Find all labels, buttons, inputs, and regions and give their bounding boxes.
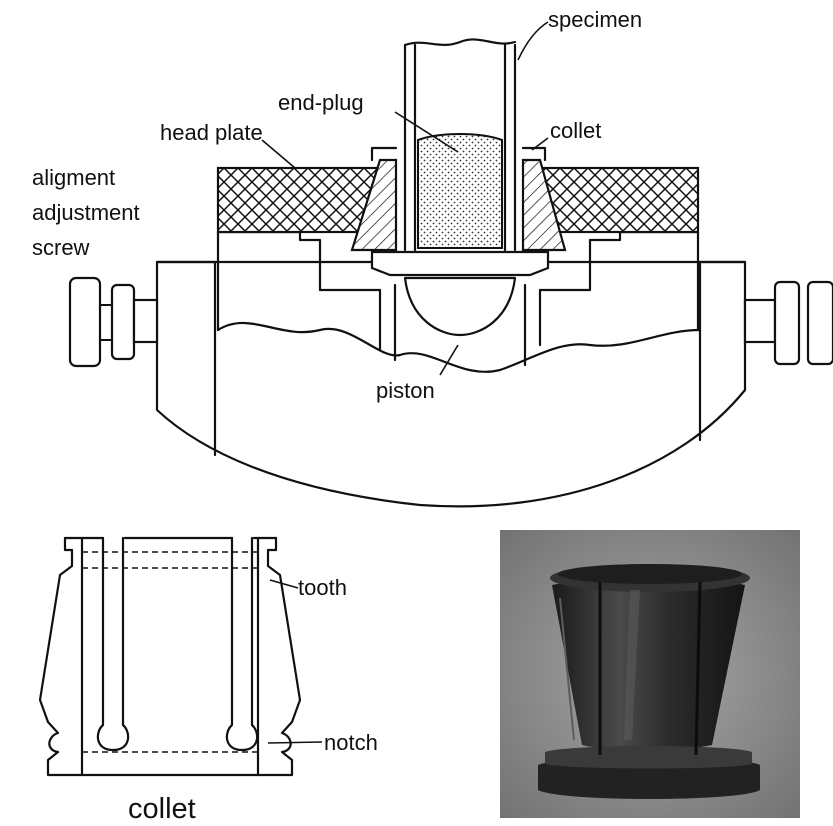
collet-slot-right [225,536,259,752]
label-alignment-line3: screw [32,235,90,260]
collet-left-wedge [350,158,398,252]
collet-photograph [500,530,800,818]
label-tooth: tooth [298,575,347,600]
collet-outline-left [38,536,84,777]
collet-section-drawing [38,536,323,777]
fixture-base [155,260,747,508]
specimen-wall-right [503,43,517,252]
leader-specimen [517,21,549,61]
right-alignment-screw [743,280,833,366]
label-specimen: specimen [548,7,642,32]
label-head-plate: head plate [160,120,263,145]
leader-tooth [269,579,299,589]
label-end-plug: end-plug [278,90,364,115]
head-plate-left [216,166,385,234]
label-piston: piston [376,378,435,403]
section-break-line [216,321,702,373]
collet-lip-right [521,146,547,162]
label-alignment-line1: aligment [32,165,115,190]
right-side-block [698,260,747,442]
leader-piston [439,344,459,376]
piston-dome [403,276,517,337]
label-alignment-line2: adjustment [32,200,140,225]
collet-caption: collet [128,793,196,825]
label-collet-top: collet [550,118,601,143]
left-side-block [155,260,217,457]
leader-end-plug [394,111,459,153]
end-plug-flange [370,250,550,277]
leader-head-plate [261,139,296,169]
collet-right-wedge [521,158,567,252]
photo-collet-cone [552,577,745,751]
collet-slot-left [96,536,130,752]
left-alignment-screw [68,276,159,368]
loading-fixture-assembly [68,21,833,508]
leader-collet [531,137,549,151]
end-plug [417,133,503,249]
leader-notch [267,741,323,744]
head-plate-right [538,166,700,234]
specimen-break [403,38,517,47]
label-notch: notch [324,730,378,755]
collet-lip-left [370,146,398,162]
specimen-wall-left [403,43,417,252]
photo-collet-flange [538,757,760,799]
collet-outline-right [256,536,302,777]
piston-body [393,283,527,367]
